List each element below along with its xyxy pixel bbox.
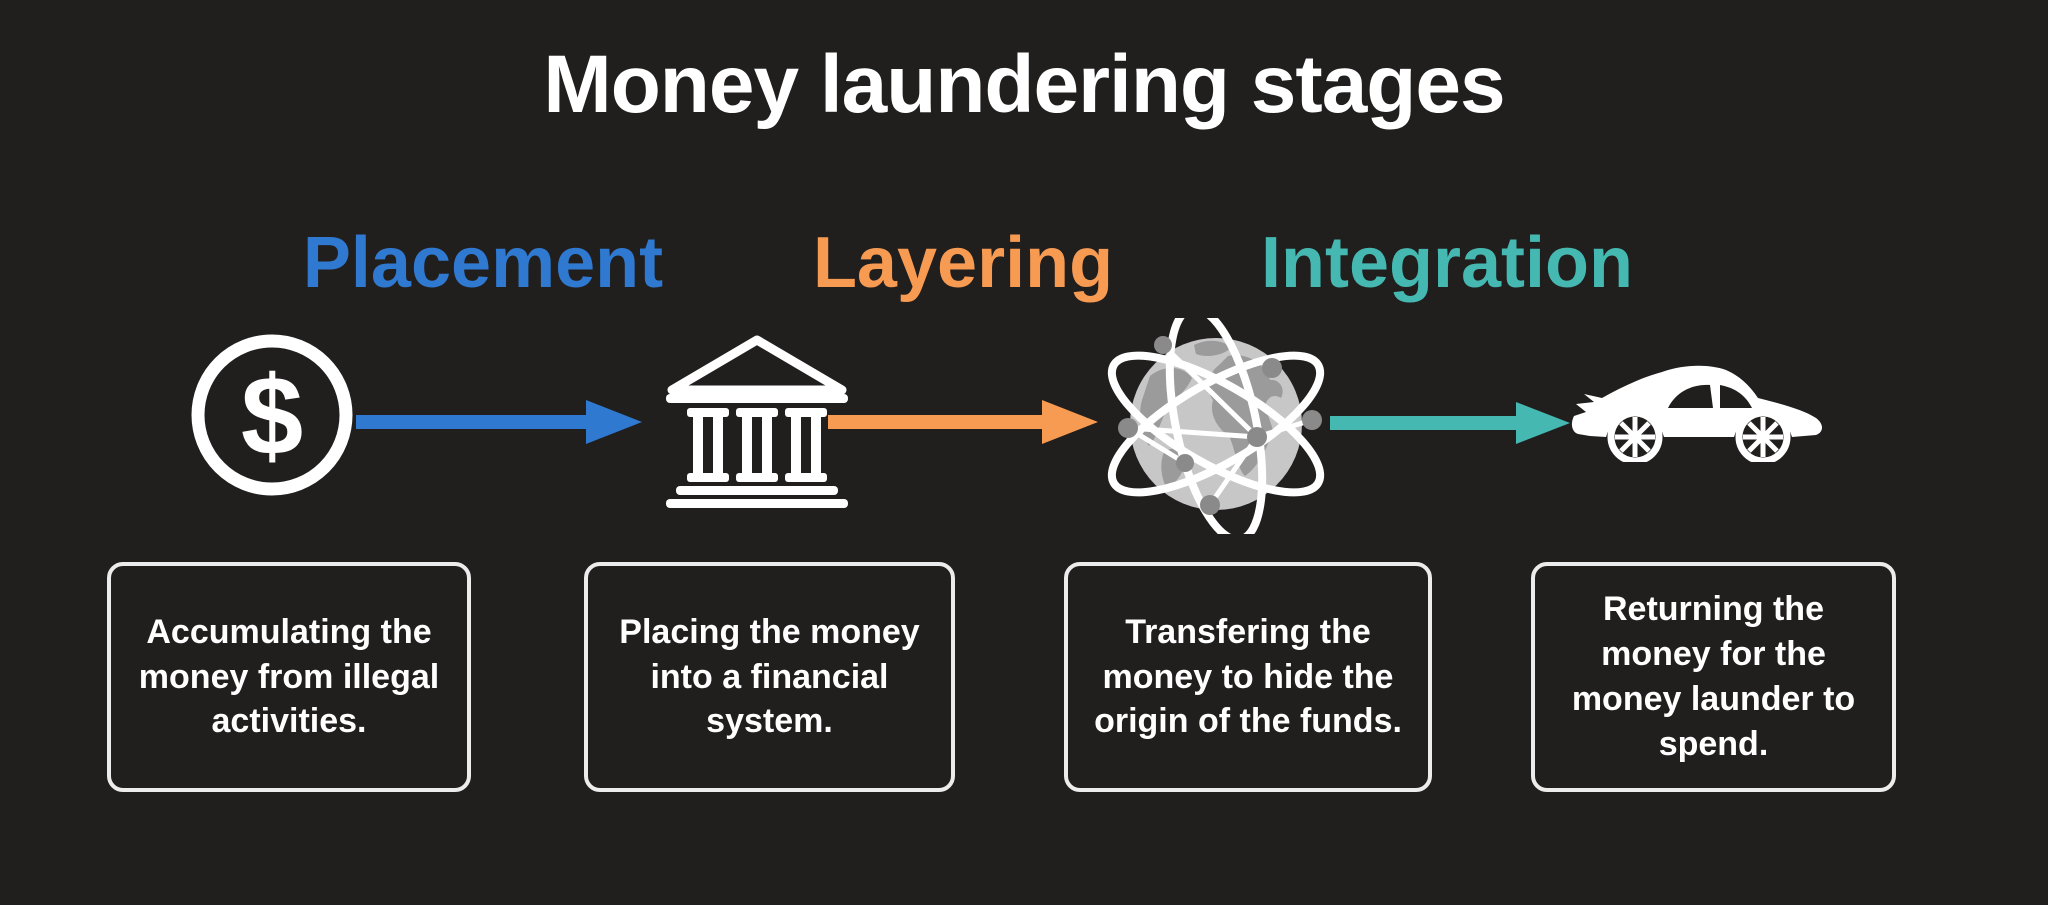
front-wheel-icon bbox=[1735, 409, 1791, 462]
arrow-placement-icon bbox=[356, 398, 642, 446]
description-text: Accumulating the money from illegal acti… bbox=[138, 612, 440, 741]
arrow-integration-icon bbox=[1330, 400, 1570, 446]
globe-network-icon bbox=[1098, 318, 1338, 534]
description-text: Placing the money into a financial syste… bbox=[619, 612, 920, 741]
description-text: Returning the money for the money launde… bbox=[1571, 590, 1856, 763]
dollar-symbol: $ bbox=[241, 353, 303, 478]
stage-label-integration: Integration bbox=[1261, 223, 1633, 303]
description-box-transfer: Transfering the money to hide the origin… bbox=[1064, 562, 1432, 792]
arrow-layering-icon bbox=[828, 398, 1098, 446]
page-title: Money laundering stages bbox=[543, 39, 1505, 130]
stage-label-placement: Placement bbox=[302, 223, 664, 303]
sports-car-icon bbox=[1568, 358, 1830, 462]
rear-wheel-icon bbox=[1607, 409, 1663, 462]
stage-label-layering: Layering bbox=[812, 223, 1114, 303]
dollar-coin-icon: $ bbox=[190, 333, 354, 497]
description-text: Transfering the money to hide the origin… bbox=[1094, 612, 1402, 741]
bank-icon bbox=[658, 330, 856, 508]
description-box-bank: Placing the money into a financial syste… bbox=[584, 562, 955, 792]
description-box-placement: Accumulating the money from illegal acti… bbox=[107, 562, 471, 792]
description-box-return: Returning the money for the money launde… bbox=[1531, 562, 1896, 792]
